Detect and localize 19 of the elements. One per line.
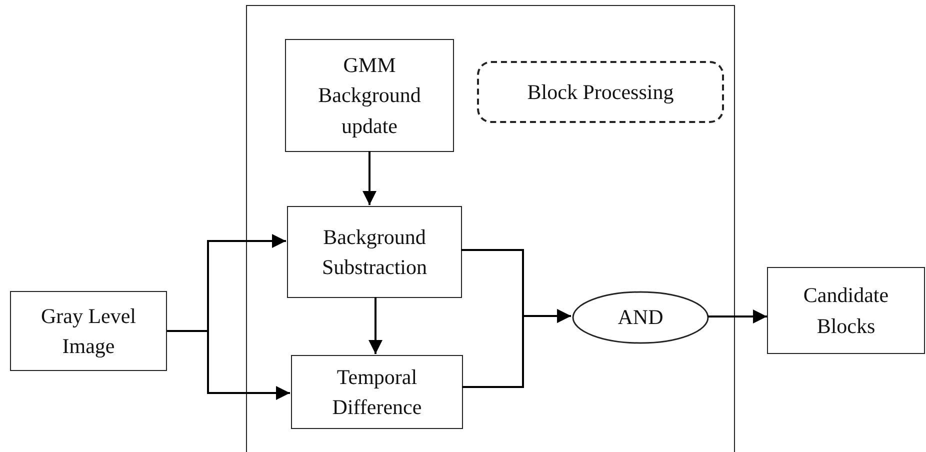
arrow bbox=[708, 310, 767, 324]
panel-frame bbox=[246, 5, 735, 452]
arrow bbox=[362, 151, 376, 205]
node-label: AND bbox=[618, 304, 664, 332]
node-label: Background Substraction bbox=[321, 224, 428, 281]
arrow bbox=[167, 330, 290, 400]
arrow bbox=[462, 309, 571, 388]
node-label: Temporal Difference bbox=[331, 364, 423, 421]
node-label: Block Processing bbox=[527, 78, 674, 106]
process-box bbox=[767, 267, 925, 354]
process-box bbox=[285, 39, 454, 152]
process-box bbox=[287, 206, 462, 298]
process-box bbox=[10, 291, 167, 371]
arrow bbox=[368, 297, 382, 354]
node-label: GMM Background update bbox=[317, 52, 422, 140]
process-box bbox=[291, 355, 463, 429]
dashed-box bbox=[477, 61, 724, 123]
node-label: Candidate Blocks bbox=[802, 282, 890, 340]
node-label: Gray Level Image bbox=[40, 302, 138, 360]
